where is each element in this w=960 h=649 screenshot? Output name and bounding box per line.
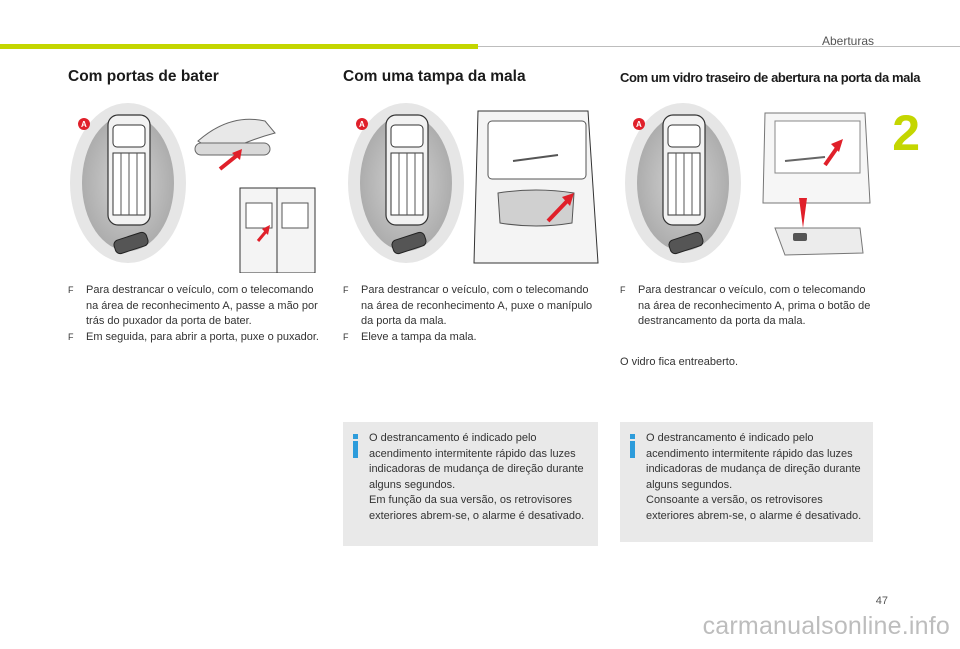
info-icon — [350, 434, 361, 458]
van-top-view — [385, 114, 429, 226]
info-text: O destrancamento é indicado pelo acendim… — [369, 432, 585, 522]
key-fob — [668, 231, 704, 255]
key-fob — [113, 231, 149, 255]
illustration-side-doors: A — [70, 103, 316, 273]
bullet-marker: F — [343, 285, 349, 295]
info-text: O destrancamento é indicado pelo acendim… — [646, 432, 862, 522]
section-title: Aberturas — [821, 34, 874, 48]
info-box-tailgate: O destrancamento é indicado pelo acendim… — [343, 422, 598, 546]
page-number: 47 — [875, 595, 888, 607]
key-fob — [391, 231, 427, 255]
zone-a-marker — [633, 118, 645, 130]
zone-a-marker — [78, 118, 90, 130]
header-accent-bar — [0, 44, 478, 49]
window-note: O vidro fica entreaberto. — [620, 356, 739, 368]
column-2-title: Com uma tampa da mala — [343, 68, 526, 85]
van-top-view — [107, 114, 151, 226]
watermark: carmanualsonline.info — [702, 612, 950, 640]
column-1-title: Com portas de bater — [68, 68, 219, 85]
hand-on-handle — [194, 118, 276, 171]
zone-a-marker — [356, 118, 368, 130]
zone-a-label: A — [81, 120, 87, 129]
bullet-marker: F — [68, 331, 74, 342]
bullet-marker: F — [343, 331, 349, 342]
column-3-title: Com um vidro traseiro de abertura na por… — [620, 70, 921, 85]
van-top-view — [662, 114, 706, 226]
bullet-marker: F — [620, 285, 626, 295]
zone-a-label: A — [636, 120, 642, 129]
van-rear-doors — [239, 187, 316, 273]
illustration-rear-window: A — [625, 103, 871, 263]
chapter-number: 2 — [892, 105, 920, 161]
info-icon — [627, 434, 638, 458]
header-rule — [478, 46, 960, 47]
info-box-rear-window: O destrancamento é indicado pelo acendim… — [620, 422, 873, 542]
zone-a-label: A — [359, 120, 365, 129]
bullet-marker: F — [68, 285, 74, 295]
van-rear-window — [762, 112, 871, 256]
illustration-tailgate: A — [348, 103, 599, 264]
van-rear-tailgate — [473, 110, 599, 264]
